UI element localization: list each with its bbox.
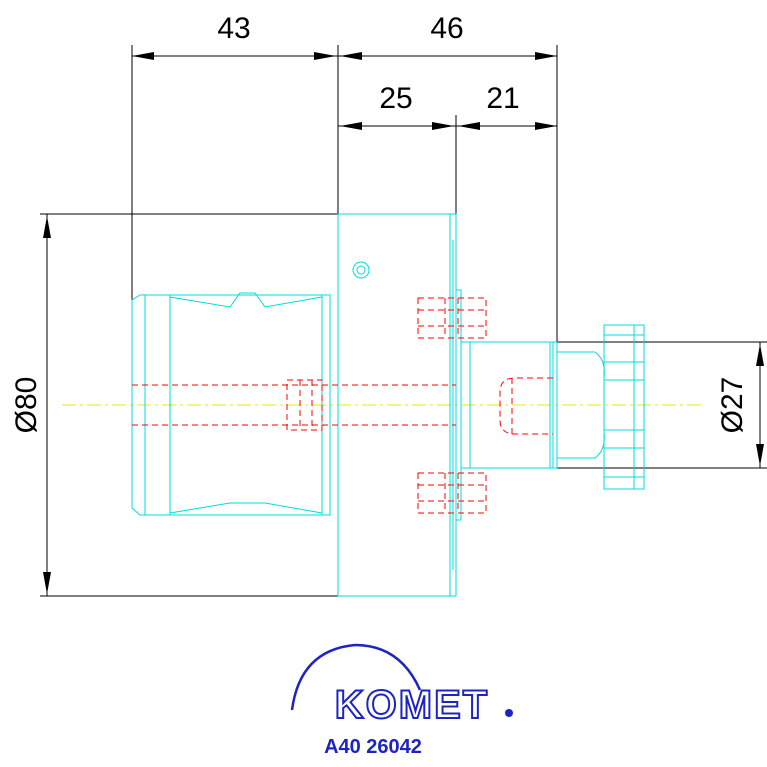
brand-logo-text: KOMET	[335, 683, 489, 727]
dimension-43: 43	[217, 12, 250, 45]
hidden-features	[132, 297, 553, 514]
dimension-diameter-27: Ø27	[716, 377, 749, 434]
dimension-46: 46	[430, 12, 463, 45]
dimension-25: 25	[379, 82, 412, 115]
dimension-lines	[40, 45, 767, 597]
dimension-21: 21	[486, 82, 519, 115]
logo-arc-icon	[290, 643, 422, 711]
komet-logo: KOMET	[290, 643, 513, 728]
tool-body	[131, 213, 645, 597]
dimension-diameter-80: Ø80	[10, 377, 43, 434]
part-number: A40 26042	[324, 736, 422, 758]
logo-dot-icon	[505, 709, 513, 717]
